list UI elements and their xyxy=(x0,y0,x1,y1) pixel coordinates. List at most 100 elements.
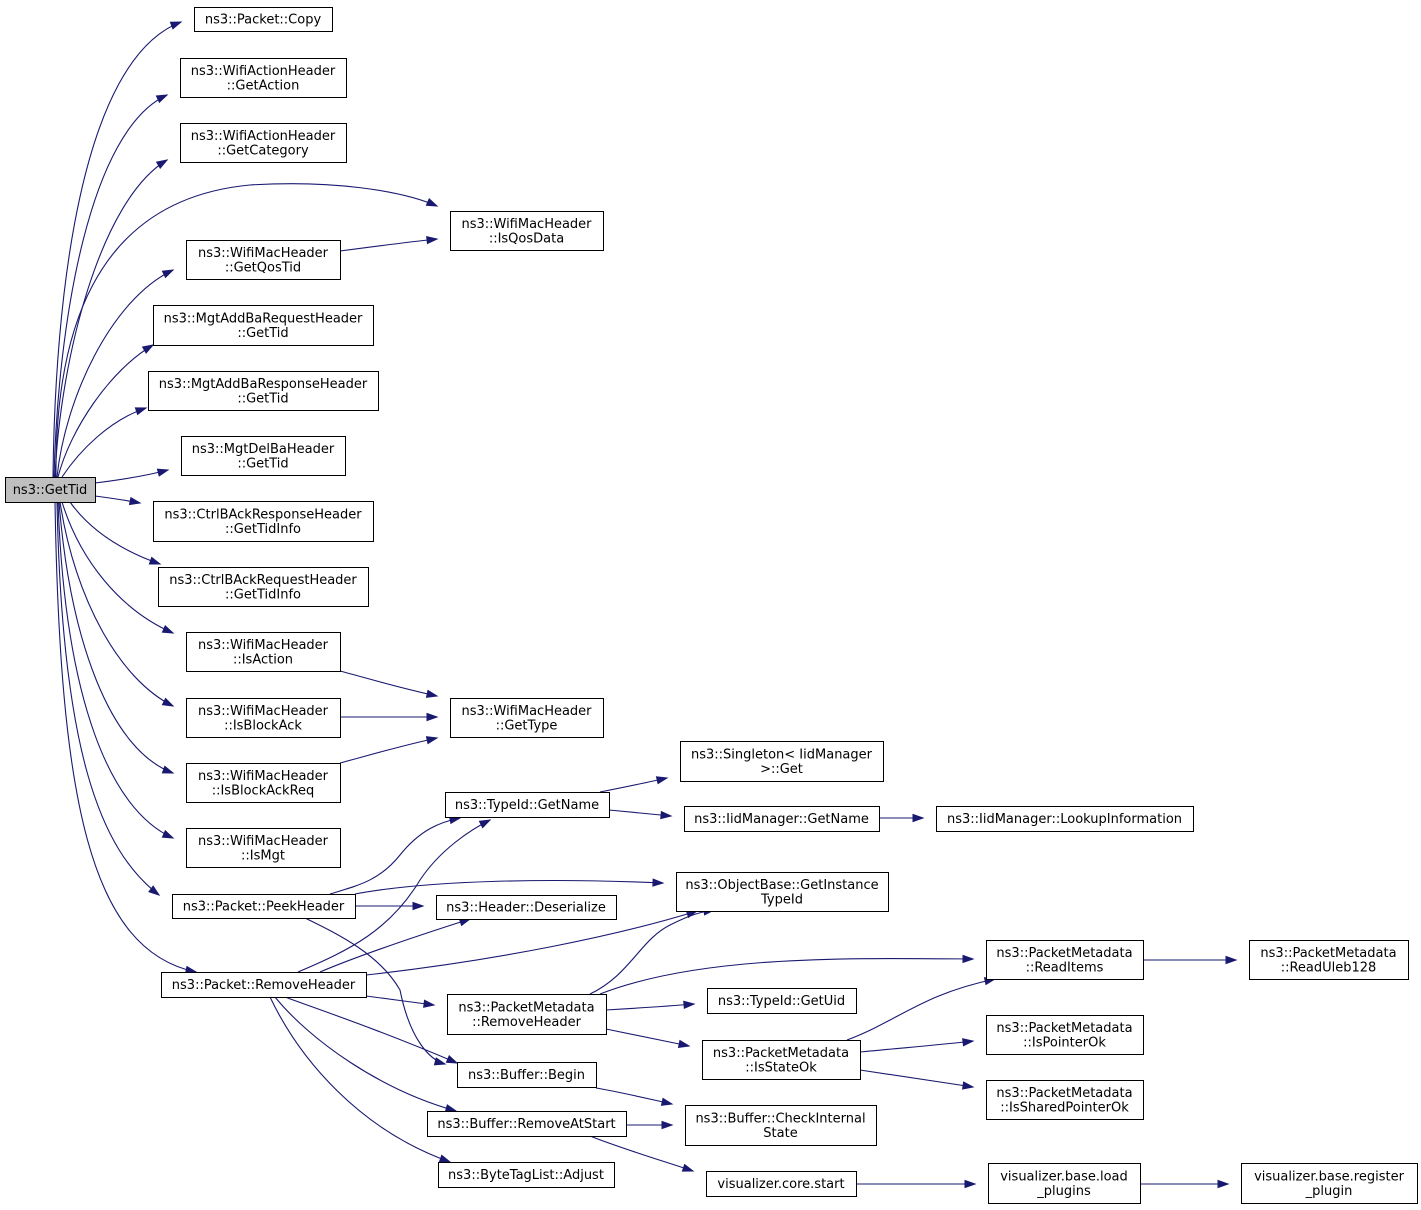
edge-typeidgetname-to-iidgetname xyxy=(608,809,673,820)
node-ispointerok[interactable]: ns3::PacketMetadata::IsPointerOk xyxy=(986,1015,1144,1055)
node-label: ::IsMgt xyxy=(241,848,285,863)
node-lookup[interactable]: ns3::IidManager::LookupInformation xyxy=(936,806,1194,832)
edge-line xyxy=(54,159,168,478)
node-isqosdata[interactable]: ns3::WifiMacHeader::IsQosData xyxy=(450,211,604,251)
node-label: ::GetTid xyxy=(237,456,288,471)
edge-gettid-to-isaction xyxy=(61,501,175,634)
node-label: ns3::ObjectBase::GetInstance xyxy=(685,878,878,893)
node-box xyxy=(685,1105,877,1146)
edge-gettid-to-addbareq xyxy=(57,344,155,478)
node-issharedptr[interactable]: ns3::PacketMetadata::IsSharedPointerOk xyxy=(986,1080,1144,1120)
node-box xyxy=(986,1080,1144,1120)
node-label: ns3::GetTid xyxy=(13,483,88,498)
node-label: ns3::IidManager::LookupInformation xyxy=(947,812,1182,827)
node-isaction[interactable]: ns3::WifiMacHeader::IsAction xyxy=(186,632,341,672)
node-getcategory[interactable]: ns3::WifiActionHeader::GetCategory xyxy=(180,123,347,163)
node-label: ns3::Singleton< IidManager xyxy=(691,747,873,762)
node-box xyxy=(180,123,347,163)
arrowhead-icon xyxy=(425,689,439,698)
node-copy[interactable]: ns3::Packet::Copy xyxy=(194,7,333,32)
node-ismgt[interactable]: ns3::WifiMacHeader::IsMgt xyxy=(186,828,341,868)
edge-line xyxy=(61,501,174,634)
edge-line xyxy=(58,501,174,774)
edge-gettid-to-ctrlresp xyxy=(94,495,142,506)
node-peekheader[interactable]: ns3::Packet::PeekHeader xyxy=(172,894,356,919)
node-label: ns3::Header::Deserialize xyxy=(446,901,606,916)
node-isblockackreq[interactable]: ns3::WifiMacHeader::IsBlockAckReq xyxy=(186,763,341,803)
node-addbareq[interactable]: ns3::MgtAddBaRequestHeader::GetTid xyxy=(153,305,374,346)
edge-readitems-to-readuleb xyxy=(1143,955,1238,965)
node-typeidgetname[interactable]: ns3::TypeId::GetName xyxy=(445,792,610,818)
arrowhead-icon xyxy=(660,1097,674,1106)
edge-line xyxy=(52,21,182,478)
node-pmremoveheader[interactable]: ns3::PacketMetadata::RemoveHeader xyxy=(447,994,607,1035)
node-label: ns3::MgtAddBaResponseHeader xyxy=(159,377,368,392)
edge-isaction-to-gettype xyxy=(339,670,439,698)
node-delba[interactable]: ns3::MgtDelBaHeader::GetTid xyxy=(181,436,346,476)
arrowhead-icon xyxy=(661,1120,674,1130)
node-loadplugins[interactable]: visualizer.base.load_plugins xyxy=(988,1163,1141,1204)
node-isblockack[interactable]: ns3::WifiMacHeader::IsBlockAck xyxy=(186,698,341,738)
node-registerplugin[interactable]: visualizer.base.register_plugin xyxy=(1241,1163,1418,1204)
node-label: ::GetTid xyxy=(237,326,288,341)
edge-gettid-to-isblockack xyxy=(59,501,175,707)
node-removeheader[interactable]: ns3::Packet::RemoveHeader xyxy=(161,972,367,998)
edge-removeheader-to-pmremoveheader xyxy=(365,995,436,1008)
node-ctrlreq[interactable]: ns3::CtrlBAckRequestHeader::GetTidInfo xyxy=(158,567,369,607)
node-adjust[interactable]: ns3::ByteTagList::Adjust xyxy=(438,1162,615,1188)
arrowhead-icon xyxy=(423,999,436,1008)
edge-line xyxy=(57,501,174,839)
edge-gettid-to-getqostid xyxy=(56,269,175,478)
node-label: TypeId xyxy=(760,892,803,907)
node-box xyxy=(427,1111,627,1137)
node-label: ::IsQosData xyxy=(489,231,564,246)
node-addbaresp[interactable]: ns3::MgtAddBaResponseHeader::GetTid xyxy=(148,371,379,411)
edge-line xyxy=(859,1069,974,1088)
edge-line xyxy=(55,183,438,478)
node-box xyxy=(148,371,379,411)
edge-loadplugins-to-registerplugin xyxy=(1140,1179,1230,1189)
node-box xyxy=(194,7,333,32)
edge-removeatstart-to-checkinternal xyxy=(626,1120,674,1130)
node-label: ::IsBlockAckReq xyxy=(212,783,315,798)
node-gettype[interactable]: ns3::WifiMacHeader::GetType xyxy=(450,698,604,738)
node-gettid[interactable]: ns3::GetTid xyxy=(5,477,96,503)
edge-line xyxy=(69,501,161,565)
arrowhead-icon xyxy=(134,407,148,416)
node-box xyxy=(1241,1163,1418,1204)
node-readitems[interactable]: ns3::PacketMetadata::ReadItems xyxy=(986,940,1144,980)
edge-peekheader-to-deserialize xyxy=(355,901,425,911)
node-iidgetname[interactable]: ns3::IidManager::GetName xyxy=(684,806,880,832)
node-label: _plugins xyxy=(1036,1184,1091,1199)
edge-line xyxy=(269,996,451,1163)
node-singleton[interactable]: ns3::Singleton< IidManager>::Get xyxy=(680,741,884,782)
edge-line xyxy=(304,917,446,1065)
node-readuleb[interactable]: ns3::PacketMetadata::ReadUleb128 xyxy=(1249,940,1409,980)
edge-peekheader-to-begin xyxy=(304,917,447,1066)
node-box xyxy=(186,632,341,672)
edge-isblockackreq-to-gettype xyxy=(339,736,439,764)
node-removeatstart[interactable]: ns3::Buffer::RemoveAtStart xyxy=(427,1111,627,1137)
node-ctrlresp[interactable]: ns3::CtrlBAckResponseHeader::GetTidInfo xyxy=(153,501,374,542)
node-label: ::GetTidInfo xyxy=(225,587,301,602)
node-getqostid[interactable]: ns3::WifiMacHeader::GetQosTid xyxy=(186,240,341,280)
node-label: ns3::WifiMacHeader xyxy=(198,638,329,653)
node-isstateok[interactable]: ns3::PacketMetadata::IsStateOk xyxy=(702,1040,861,1080)
arrowhead-icon xyxy=(161,765,175,774)
arrowhead-icon xyxy=(161,269,175,279)
node-begin[interactable]: ns3::Buffer::Begin xyxy=(457,1062,597,1088)
node-label: ns3::MgtAddBaRequestHeader xyxy=(164,311,363,326)
arrowhead-icon xyxy=(148,556,162,565)
arrowhead-icon xyxy=(425,736,439,745)
node-deserialize[interactable]: ns3::Header::Deserialize xyxy=(436,895,617,920)
node-getaction[interactable]: ns3::WifiActionHeader::GetAction xyxy=(180,58,347,98)
node-box xyxy=(676,872,889,912)
edge-removeheader-to-deserialize xyxy=(319,918,472,973)
node-vizstart[interactable]: visualizer.core.start xyxy=(706,1171,857,1197)
edge-removeheader-to-begin xyxy=(284,996,459,1064)
node-getuid[interactable]: ns3::TypeId::GetUid xyxy=(707,988,857,1014)
node-box xyxy=(153,501,374,542)
